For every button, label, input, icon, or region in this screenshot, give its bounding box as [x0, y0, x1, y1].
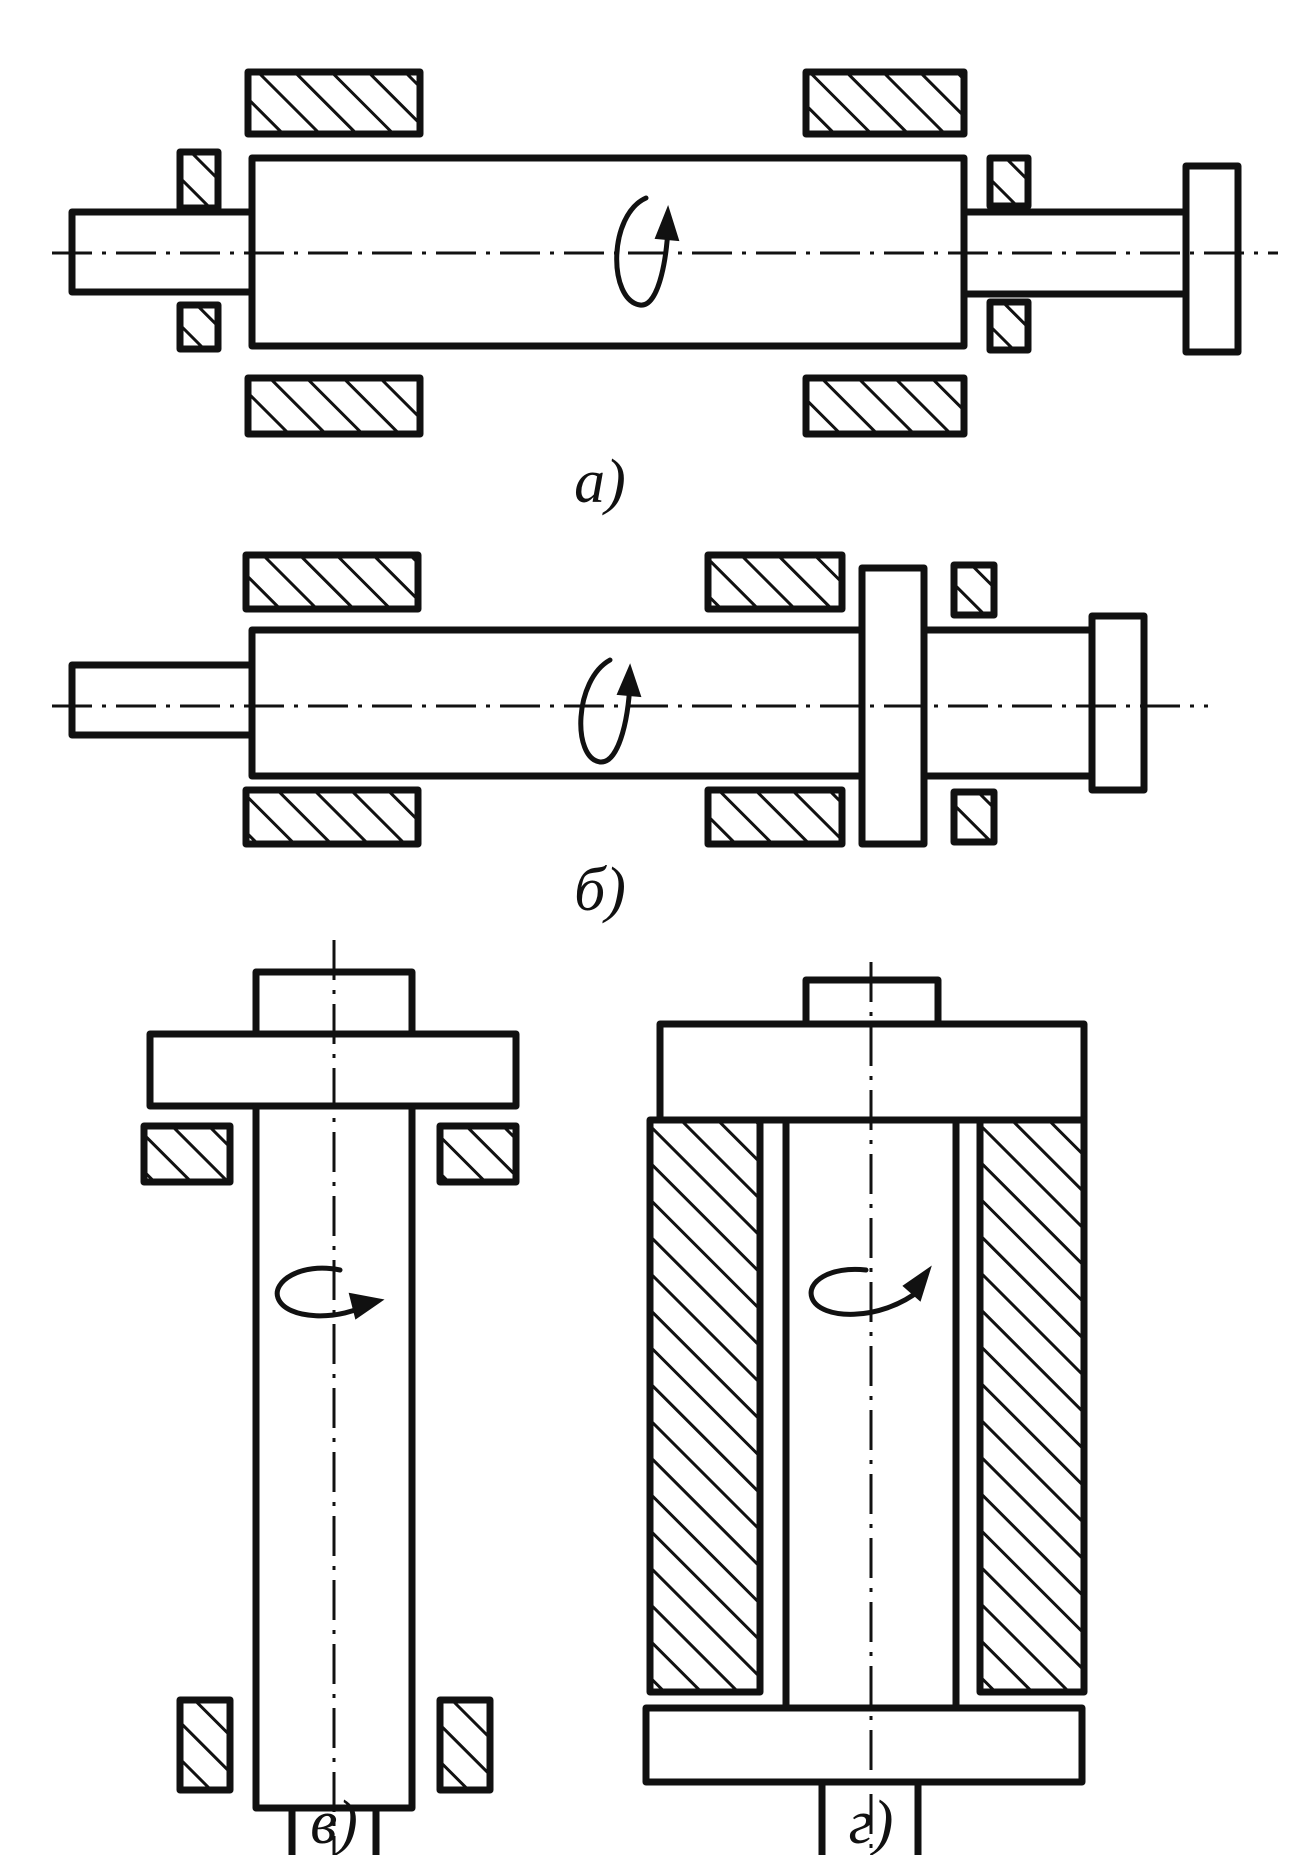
bearing-top-right — [802, 68, 968, 138]
label-b: б) — [574, 856, 626, 924]
seal-bottom-right — [950, 788, 998, 846]
diagram-g — [642, 962, 1088, 1855]
rotation-arrowhead — [654, 205, 680, 242]
rotor-body — [248, 626, 866, 780]
bearing-lower-left — [176, 1696, 234, 1794]
bearing-upper-right — [436, 1122, 520, 1186]
rotation-arrow — [274, 1265, 375, 1319]
bearing-lower-right — [436, 1696, 494, 1794]
rotation-arrowhead — [348, 1292, 385, 1320]
seal-top-right — [986, 154, 1032, 210]
bottom-disk — [642, 1704, 1086, 1786]
rotation-arrowhead — [616, 663, 642, 698]
seal-top-left — [176, 148, 222, 212]
diagram-a: а) — [52, 68, 1278, 516]
seal-bottom-right — [986, 298, 1032, 354]
housing-left — [646, 1116, 764, 1696]
rotation-arrow — [578, 657, 633, 765]
shaft-left-end — [68, 208, 256, 296]
seal-top-right — [950, 561, 998, 619]
rotation-arrow — [614, 195, 671, 308]
housing-right — [976, 1116, 1088, 1696]
bearing-top-left — [242, 551, 422, 613]
bearing-top-left — [244, 68, 424, 138]
rotation-arrowhead — [902, 1265, 932, 1302]
diagram-b: б) — [52, 551, 1208, 924]
bearing-upper-left — [140, 1122, 234, 1186]
diagram-v — [140, 940, 520, 1855]
label-g: г) — [849, 1789, 894, 1855]
label-a: а) — [574, 448, 626, 516]
shaft-left-end — [68, 661, 256, 739]
end-disk — [1088, 612, 1148, 794]
end-disk — [1182, 162, 1242, 356]
bearing-bottom-right — [802, 374, 968, 438]
bearing-top-middle — [704, 551, 846, 613]
label-v: в) — [310, 1789, 358, 1855]
seal-bottom-left — [176, 301, 222, 353]
rotation-arrow — [808, 1266, 923, 1317]
bearing-bottom-left — [242, 786, 422, 848]
bearing-bottom-middle — [704, 786, 846, 848]
bearing-bottom-left — [244, 374, 424, 438]
